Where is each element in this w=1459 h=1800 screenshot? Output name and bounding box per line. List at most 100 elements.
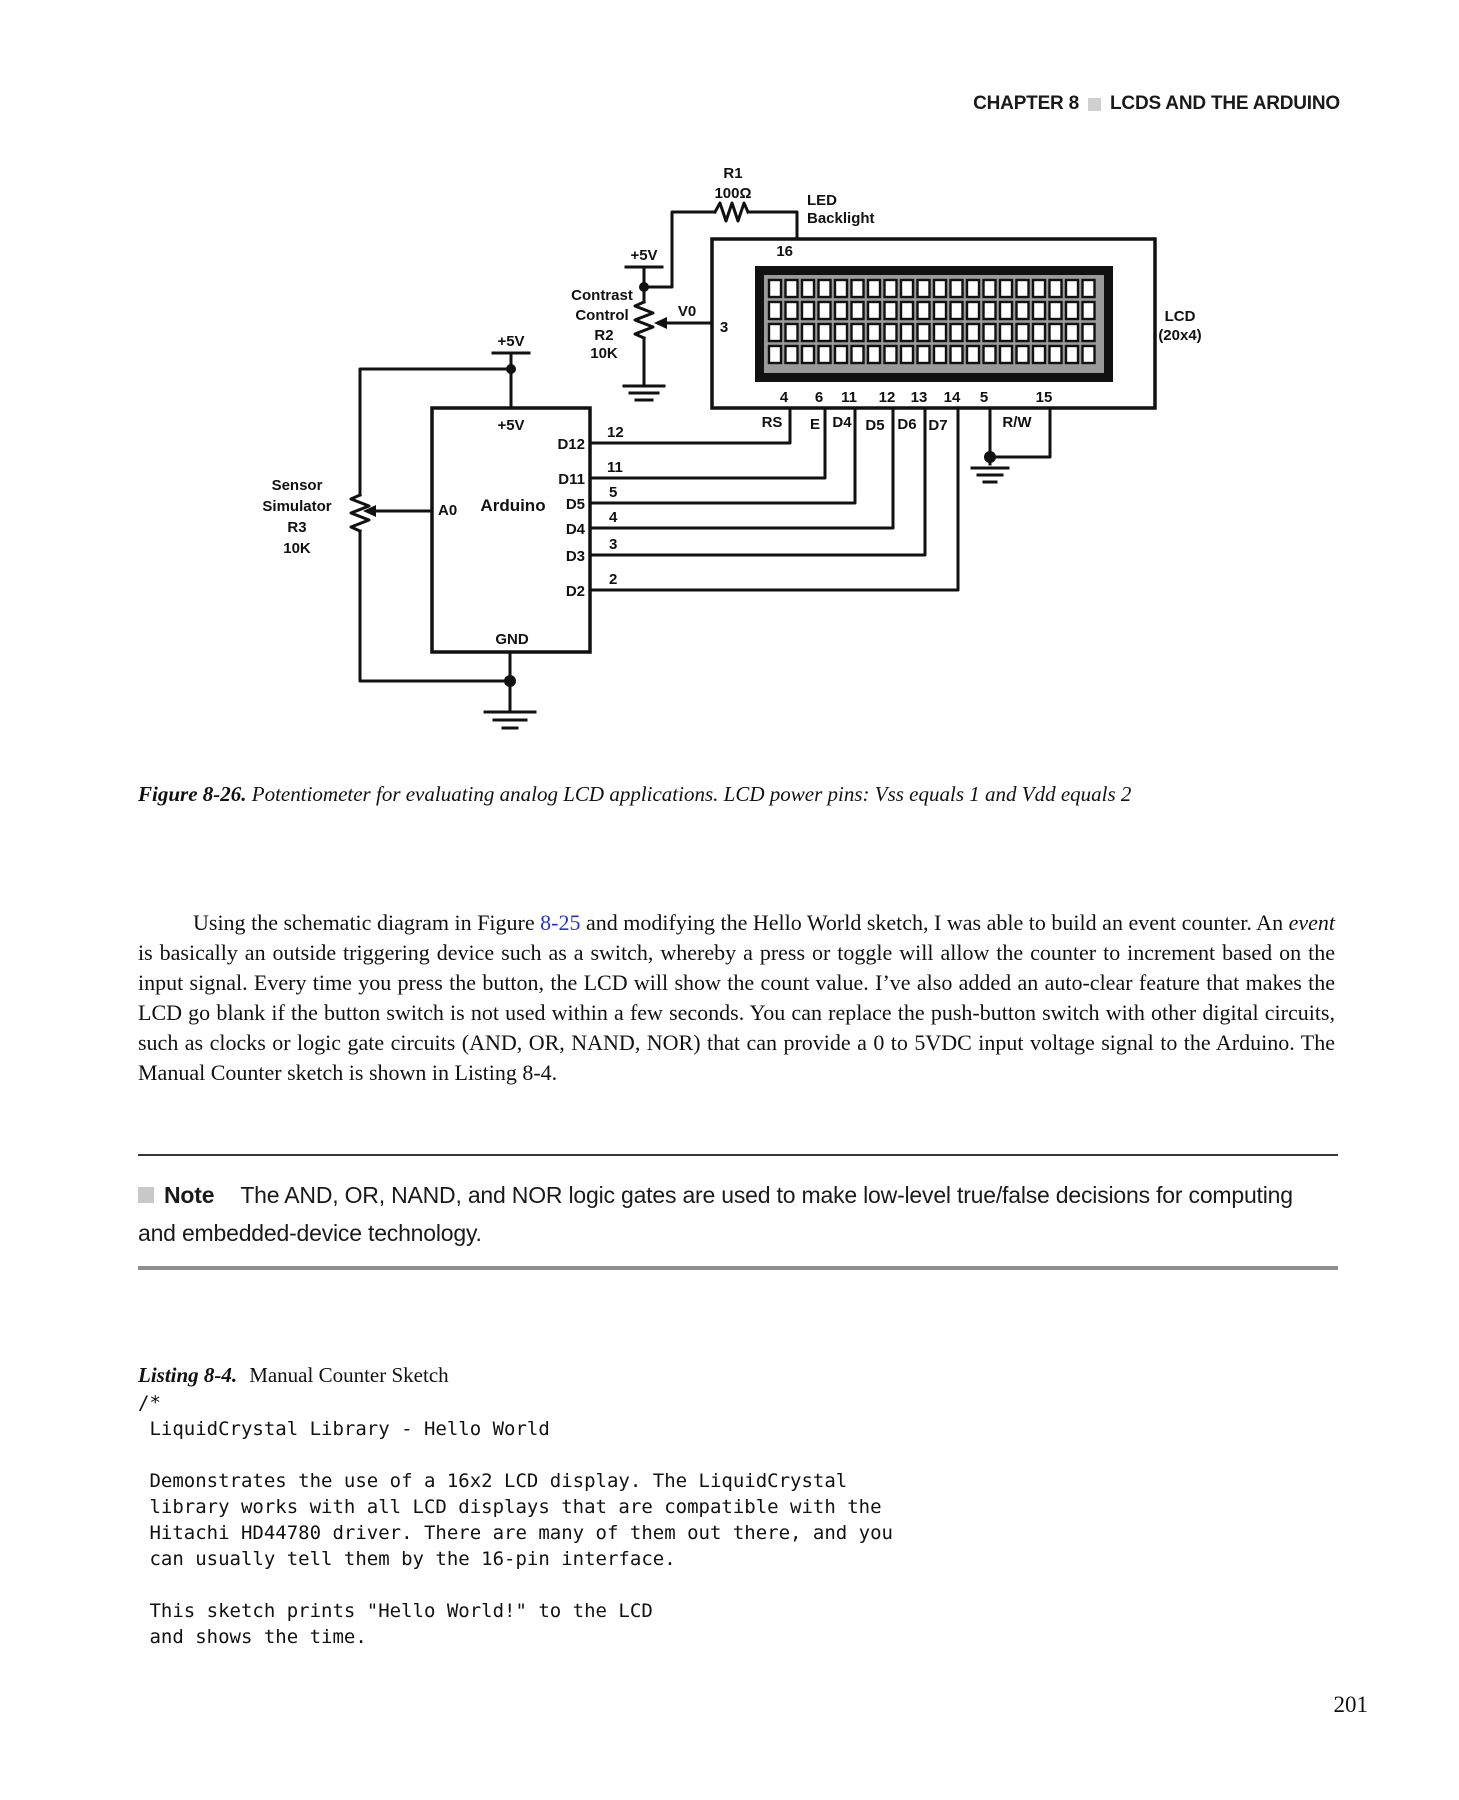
junction-dot <box>984 451 996 463</box>
r1-name-label: R1 <box>723 165 742 182</box>
lcd-cell <box>833 322 849 343</box>
lcd-cell <box>932 300 948 321</box>
wire-number-label: 12 <box>607 424 624 441</box>
lcd-signal-label: D4 <box>832 414 852 431</box>
lcd-cell <box>883 322 898 343</box>
lcd-cell <box>965 278 981 299</box>
rw-ground-icon <box>970 466 1010 484</box>
wire-number-label: 4 <box>609 509 618 526</box>
lcd-cell <box>850 278 865 299</box>
contrast-5v-label: +5V <box>630 247 657 264</box>
main-ground-icon <box>483 710 537 730</box>
junction-dot <box>504 675 516 687</box>
lcd-cell <box>850 300 865 321</box>
lcd-cell <box>1081 344 1096 365</box>
lcd-cell <box>866 300 882 321</box>
figure-8-26-schematic: R1 100Ω LED Backlight +5V Contrast Contr… <box>262 165 1202 730</box>
lcd-cell <box>1048 278 1063 299</box>
lcd-signal-label: D5 <box>865 417 884 434</box>
wire-number-label: 3 <box>609 536 617 553</box>
paragraph-text: Using the schematic diagram in Figure <box>193 910 541 935</box>
lcd-cell <box>1048 300 1063 321</box>
sensor-label-1: Sensor <box>272 477 323 494</box>
junction-dot <box>639 282 649 292</box>
arduino-name-label: Arduino <box>480 496 545 515</box>
arduino-gnd-pin-label: GND <box>495 631 529 648</box>
lcd-cell <box>883 300 898 321</box>
wire-pin15-ground <box>988 406 1052 459</box>
lcd-cell <box>965 344 981 365</box>
lcd-signal-label: D7 <box>928 417 947 434</box>
note-bottom-rule <box>138 1266 1338 1270</box>
page-number: 201 <box>1333 1692 1369 1717</box>
sensor-label-3: R3 <box>287 519 306 536</box>
v0-label: V0 <box>678 303 696 320</box>
lcd-cell <box>784 344 799 365</box>
lcd-cell <box>899 344 915 365</box>
wire-d7-d2 <box>588 406 960 592</box>
lcd-cell <box>833 278 849 299</box>
lcd-cell <box>982 278 997 299</box>
lcd-cell <box>1015 322 1030 343</box>
arduino-box <box>430 406 592 654</box>
note-label: Note <box>164 1182 215 1208</box>
lcd-character-grid <box>767 278 1096 365</box>
arduino-a0-pin-label: A0 <box>438 502 457 519</box>
lcd-cell <box>817 322 832 343</box>
contrast-label-1: Contrast <box>571 287 633 304</box>
contrast-label-4: 10K <box>590 345 618 362</box>
square-marker-icon <box>1088 97 1102 111</box>
r1-left-lead-wire <box>642 210 717 289</box>
lcd-cell <box>883 278 898 299</box>
lcd-cell <box>866 278 882 299</box>
listing-label: Listing 8-4. <box>138 1363 238 1387</box>
arduino-pin-label: D5 <box>566 496 585 513</box>
lcd-cell <box>965 300 981 321</box>
lcd-signal-label: R/W <box>1002 414 1032 431</box>
lcd-cell <box>800 278 816 299</box>
lcd-cell <box>817 344 832 365</box>
lcd-cell <box>1048 344 1063 365</box>
wire-d4-d5 <box>588 406 857 505</box>
lcd-cell <box>767 300 783 321</box>
code-listing: /* LiquidCrystal Library - Hello World D… <box>138 1392 893 1648</box>
lcd-signal-label: E <box>810 416 820 433</box>
lcd-cell <box>916 344 931 365</box>
lcd-cell <box>982 322 997 343</box>
lcd-cell <box>767 278 783 299</box>
lcd-cell <box>1064 300 1080 321</box>
lcd-cell <box>949 300 964 321</box>
lcd-cell <box>1031 278 1047 299</box>
listing-heading: Listing 8-4.Manual Counter Sketch <box>138 1363 449 1388</box>
wiper-arrow-icon <box>363 505 376 517</box>
led-backlight-label-1: LED <box>807 192 837 209</box>
lcd-name-label: LCD <box>1165 308 1196 325</box>
lcd-cell <box>767 344 783 365</box>
left-rail-bottom <box>358 529 512 683</box>
lcd-pin-number: 6 <box>815 389 823 406</box>
arduino-pin-label: D11 <box>558 471 585 488</box>
figure-caption: Figure 8-26. Potentiometer for evaluatin… <box>138 781 1338 808</box>
paragraph-text: is basically an outside triggering devic… <box>138 940 1335 1085</box>
note-square-icon <box>138 1187 154 1203</box>
lcd-cell <box>982 300 997 321</box>
lcd-cell <box>1031 300 1047 321</box>
lcd-cell <box>949 278 964 299</box>
lcd-cell <box>916 300 931 321</box>
lcd-cell <box>850 322 865 343</box>
r1-right-lead-wire <box>746 210 799 241</box>
lcd-pin-number: 14 <box>944 389 961 406</box>
lcd-cell <box>1048 322 1063 343</box>
r3-potentiometer <box>349 493 371 533</box>
arduino-5v-supply-label: +5V <box>497 333 524 350</box>
lcd-pin-number: 13 <box>911 389 928 406</box>
wire-rs-d12 <box>588 406 792 445</box>
lcd-cell <box>833 300 849 321</box>
lcd-cell <box>784 322 799 343</box>
lcd-cell <box>932 322 948 343</box>
lcd-cell <box>883 344 898 365</box>
lcd-cell <box>949 344 964 365</box>
figure-8-25-link[interactable]: 8-25 <box>540 910 581 935</box>
chapter-number: CHAPTER 8 <box>973 93 1080 114</box>
